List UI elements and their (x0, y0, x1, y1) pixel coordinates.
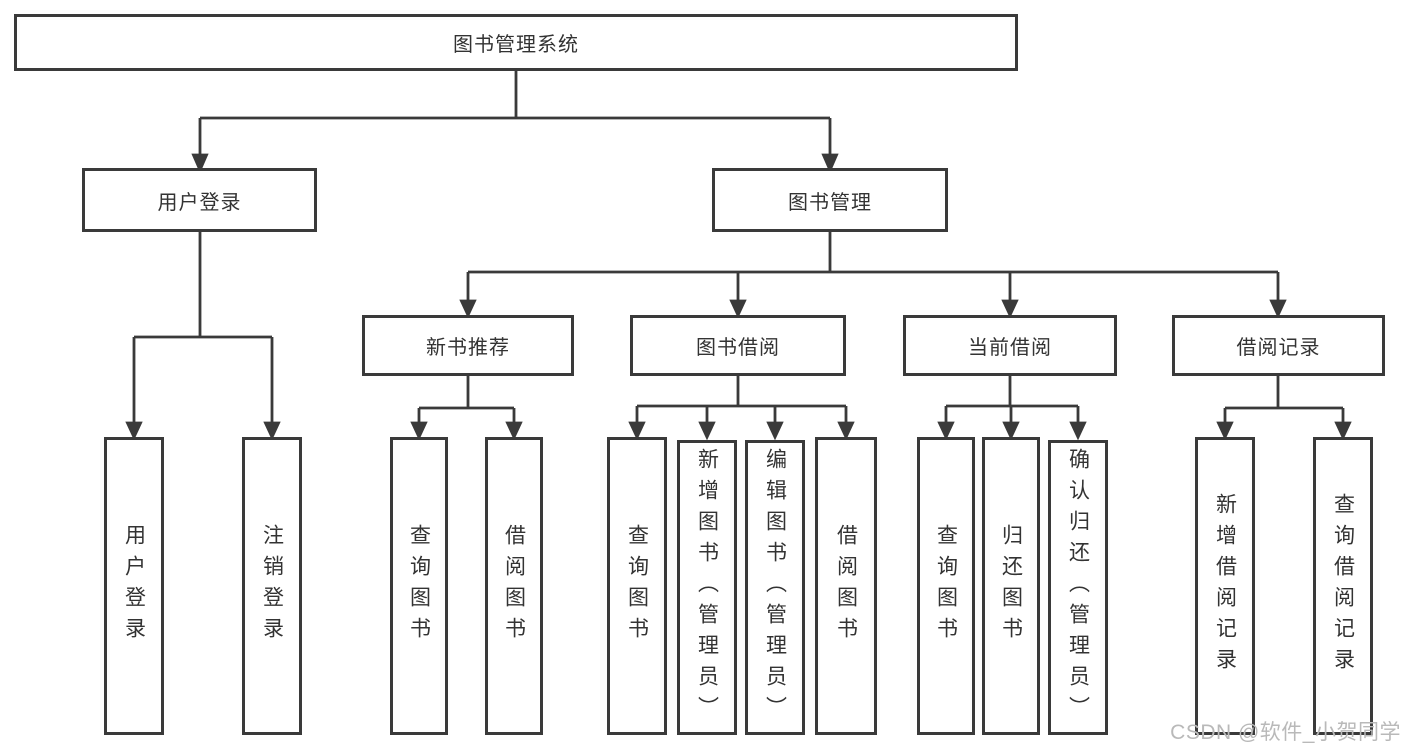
leaf-recommend-query-books: 查询图书 (390, 437, 448, 735)
arrowhead-icon (125, 421, 143, 441)
node-label: 新增图书（管理员） (695, 448, 719, 727)
node-label: 归还图书 (999, 524, 1023, 648)
arrowhead-icon (505, 421, 523, 441)
node-label: 编辑图书（管理员） (763, 448, 787, 727)
node-new-book-recommend: 新书推荐 (362, 315, 574, 376)
leaf-borrow-add-books-admin: 新增图书（管理员） (677, 440, 737, 735)
leaf-current-confirm-return-admin: 确认归还（管理员） (1048, 440, 1108, 735)
leaf-records-add-record: 新增借阅记录 (1195, 437, 1255, 735)
arrowhead-icon (1334, 421, 1352, 441)
node-label: 用户登录 (122, 524, 146, 648)
leaf-current-return-books: 归还图书 (982, 437, 1040, 735)
leaf-recommend-borrow-books: 借阅图书 (485, 437, 543, 735)
node-label: 用户登录 (157, 191, 242, 214)
connector-borrow-records-children (1216, 376, 1352, 441)
node-book-management: 图书管理 (712, 168, 948, 232)
connector-book-management-children (459, 232, 1287, 319)
arrowhead-icon (410, 421, 428, 441)
node-label: 查询图书 (934, 524, 958, 648)
connector-root-to-level2 (191, 71, 839, 174)
node-user-login: 用户登录 (82, 168, 317, 232)
arrowhead-icon (191, 153, 209, 174)
leaf-borrow-borrow-books: 借阅图书 (815, 437, 877, 735)
leaf-current-query-books: 查询图书 (917, 437, 975, 735)
node-label: 新增借阅记录 (1213, 493, 1237, 679)
arrowhead-icon (729, 299, 747, 319)
arrowhead-icon (1002, 421, 1020, 441)
arrowhead-icon (1001, 299, 1019, 319)
leaf-user-login: 用户登录 (104, 437, 164, 735)
connector-user-login-children (125, 232, 281, 441)
node-label: 图书借阅 (696, 337, 780, 359)
node-label: 当前借阅 (968, 337, 1052, 359)
arrowhead-icon (937, 421, 955, 441)
leaf-logout: 注销登录 (242, 437, 302, 735)
node-label: 借阅图书 (834, 524, 858, 648)
node-label: 图书管理系统 (453, 34, 579, 56)
arrowhead-icon (837, 421, 855, 441)
arrowhead-icon (698, 421, 716, 441)
node-label: 注销登录 (260, 524, 284, 648)
connector-book-borrow-children (628, 376, 855, 441)
connector-new-book-recommend-children (410, 376, 523, 441)
node-label: 查询图书 (407, 524, 431, 648)
arrowhead-icon (821, 153, 839, 174)
arrowhead-icon (459, 299, 477, 319)
leaf-records-query-record: 查询借阅记录 (1313, 437, 1373, 735)
connector-current-borrow-children (937, 376, 1087, 441)
node-borrow-records: 借阅记录 (1172, 315, 1385, 376)
node-label: 新书推荐 (426, 337, 510, 359)
node-label: 查询图书 (625, 524, 649, 648)
arrowhead-icon (1069, 421, 1087, 441)
arrowhead-icon (1216, 421, 1234, 441)
arrowhead-icon (766, 421, 784, 441)
arrowhead-icon (263, 421, 281, 441)
node-label: 确认归还（管理员） (1066, 448, 1090, 727)
node-book-borrow: 图书借阅 (630, 315, 846, 376)
arrowhead-icon (1269, 299, 1287, 319)
arrowhead-icon (628, 421, 646, 441)
node-label: 借阅记录 (1236, 337, 1321, 359)
node-current-borrow: 当前借阅 (903, 315, 1117, 376)
leaf-borrow-query-books: 查询图书 (607, 437, 667, 735)
node-label: 借阅图书 (502, 524, 526, 648)
node-book-management-system: 图书管理系统 (14, 14, 1018, 71)
node-label: 图书管理 (788, 191, 872, 214)
leaf-borrow-edit-books-admin: 编辑图书（管理员） (745, 440, 805, 735)
csdn-watermark: CSDN @软件_小贺同学 (1170, 721, 1401, 744)
node-label: 查询借阅记录 (1331, 493, 1355, 679)
